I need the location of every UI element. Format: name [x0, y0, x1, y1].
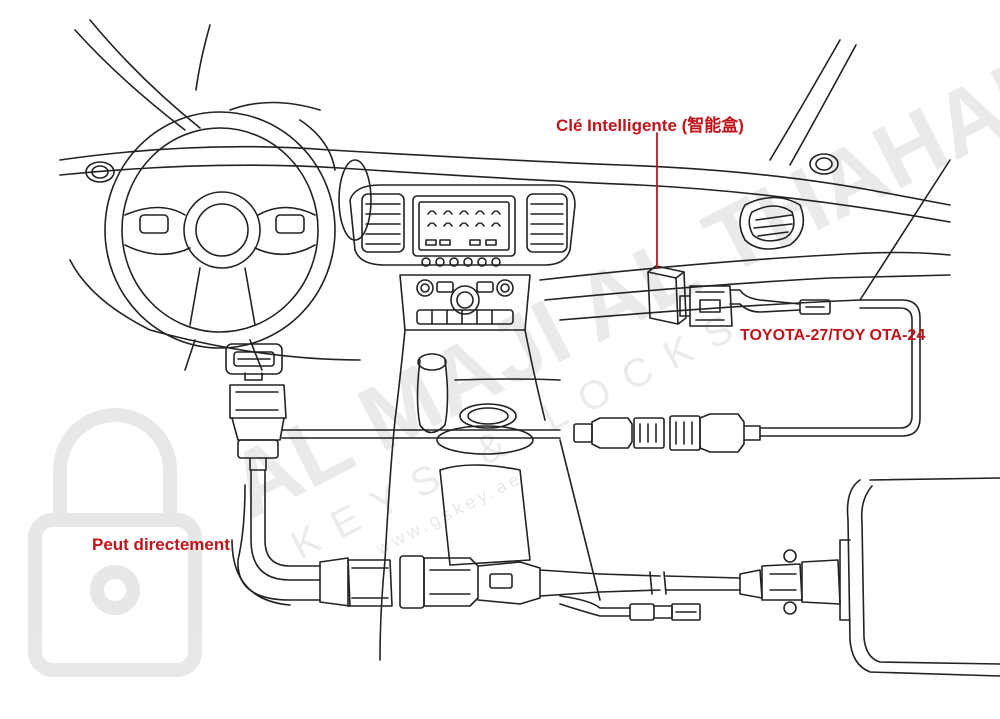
center-console — [349, 184, 601, 661]
obd-port — [225, 343, 283, 381]
windshield-frame — [74, 19, 951, 301]
direct-connect-label: Peut directement — [92, 535, 230, 554]
smart-key-box-label: Clé Intelligente (智能盒) — [556, 116, 744, 135]
smart-key-box — [647, 265, 687, 325]
main-adapter — [319, 555, 741, 621]
toyota-cable-label: TOYOTA-27/TOY OTA-24 — [740, 327, 926, 344]
obd-cable — [231, 484, 321, 606]
smart-key-cable — [281, 285, 921, 453]
watermark: AL MAJI AL THAHABI KEYS & LOCKS www.gske… — [213, 16, 1000, 568]
steering-wheel — [104, 101, 372, 371]
db-connector — [739, 549, 841, 615]
watermark-lock-icon — [28, 408, 202, 677]
obd-connector — [229, 384, 287, 501]
tablet-device — [839, 477, 1000, 677]
